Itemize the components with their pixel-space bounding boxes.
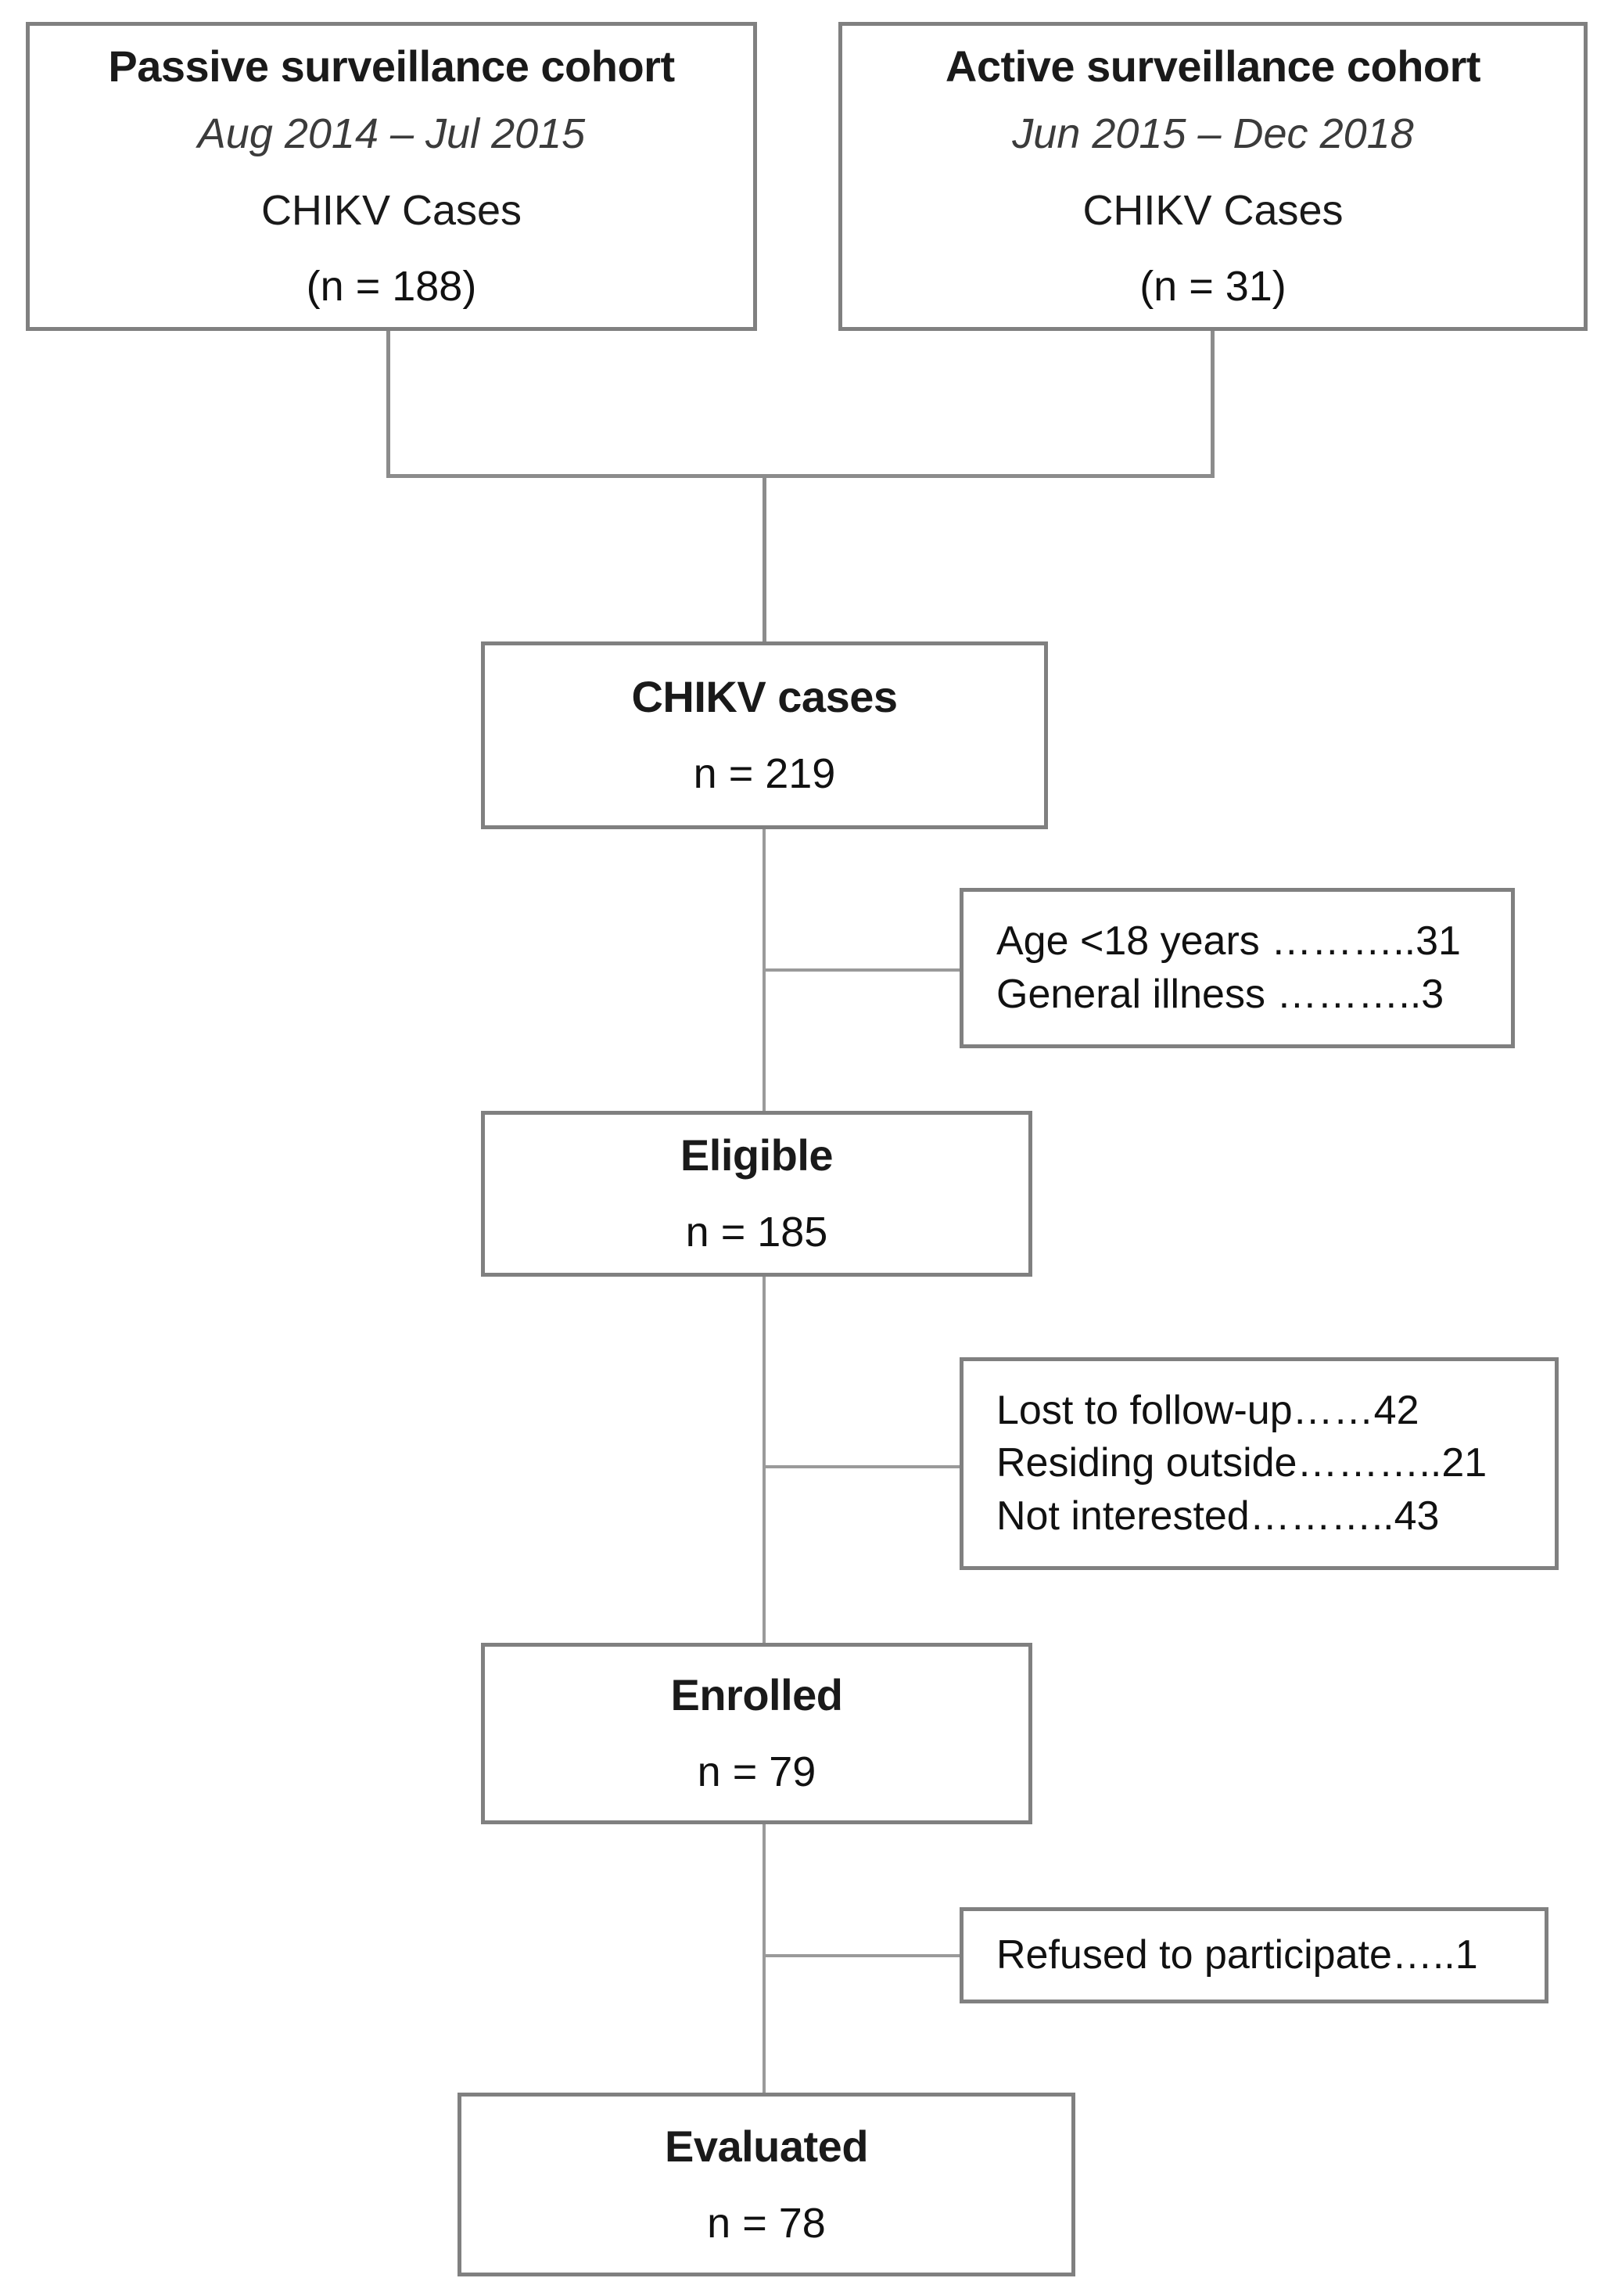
source-box-active-cohort: Active surveillance cohort Jun 2015 – De… [838,22,1588,331]
active-cohort-count: (n = 31) [1139,263,1286,311]
active-cohort-title: Active surveillance cohort [945,41,1481,91]
enrolled-title: Enrolled [670,1670,843,1720]
connector-branch-exclusion-1 [763,968,962,972]
exclusion-box-evaluation: Refused to participate…..1 [960,1907,1548,2003]
flow-box-enrolled: Enrolled n = 79 [481,1643,1032,1824]
exclusion-eligibility-line-2: General illness ………..3 [996,971,1444,1017]
chikv-cases-count: n = 219 [693,750,836,798]
evaluated-count: n = 78 [707,2199,826,2247]
exclusion-evaluation-line-1: Refused to participate…..1 [996,1931,1478,1978]
exclusion-box-eligibility: Age <18 years ………..31 General illness ……… [960,888,1515,1048]
connector-merge-to-chikv [763,474,766,645]
chikv-cases-title: CHIKV cases [631,672,898,722]
exclusion-enrollment-line-3: Not interested………..43 [996,1493,1440,1539]
connector-enrolled-to-evaluated [763,1823,766,2094]
passive-cohort-count: (n = 188) [306,263,477,311]
connector-branch-exclusion-2 [763,1465,962,1468]
exclusion-box-enrollment: Lost to follow-up……42 Residing outside……… [960,1357,1559,1570]
source-box-passive-cohort: Passive surveillance cohort Aug 2014 – J… [26,22,757,331]
active-cohort-subject: CHIKV Cases [1082,186,1344,234]
exclusion-enrollment-line-2: Residing outside………..21 [996,1440,1487,1486]
connector-active-stub [1211,331,1215,477]
evaluated-title: Evaluated [664,2121,869,2171]
connector-eligible-to-enrolled [763,1267,766,1644]
exclusion-enrollment-line-1: Lost to follow-up……42 [996,1387,1419,1433]
enrolled-count: n = 79 [697,1748,816,1796]
connector-merge-bar [386,474,1215,478]
passive-cohort-title: Passive surveillance cohort [108,41,675,91]
eligible-count: n = 185 [685,1209,828,1256]
active-cohort-period: Jun 2015 – Dec 2018 [1012,110,1414,157]
connector-passive-stub [386,331,390,477]
passive-cohort-period: Aug 2014 – Jul 2015 [197,110,586,157]
flow-box-eligible: Eligible n = 185 [481,1111,1032,1277]
passive-cohort-subject: CHIKV Cases [260,186,522,234]
flow-box-evaluated: Evaluated n = 78 [458,2093,1075,2276]
flow-box-chikv-cases: CHIKV cases n = 219 [481,641,1048,829]
exclusion-eligibility-line-1: Age <18 years ………..31 [996,918,1461,964]
connector-branch-exclusion-3 [763,1954,962,1957]
eligible-title: Eligible [680,1130,834,1180]
